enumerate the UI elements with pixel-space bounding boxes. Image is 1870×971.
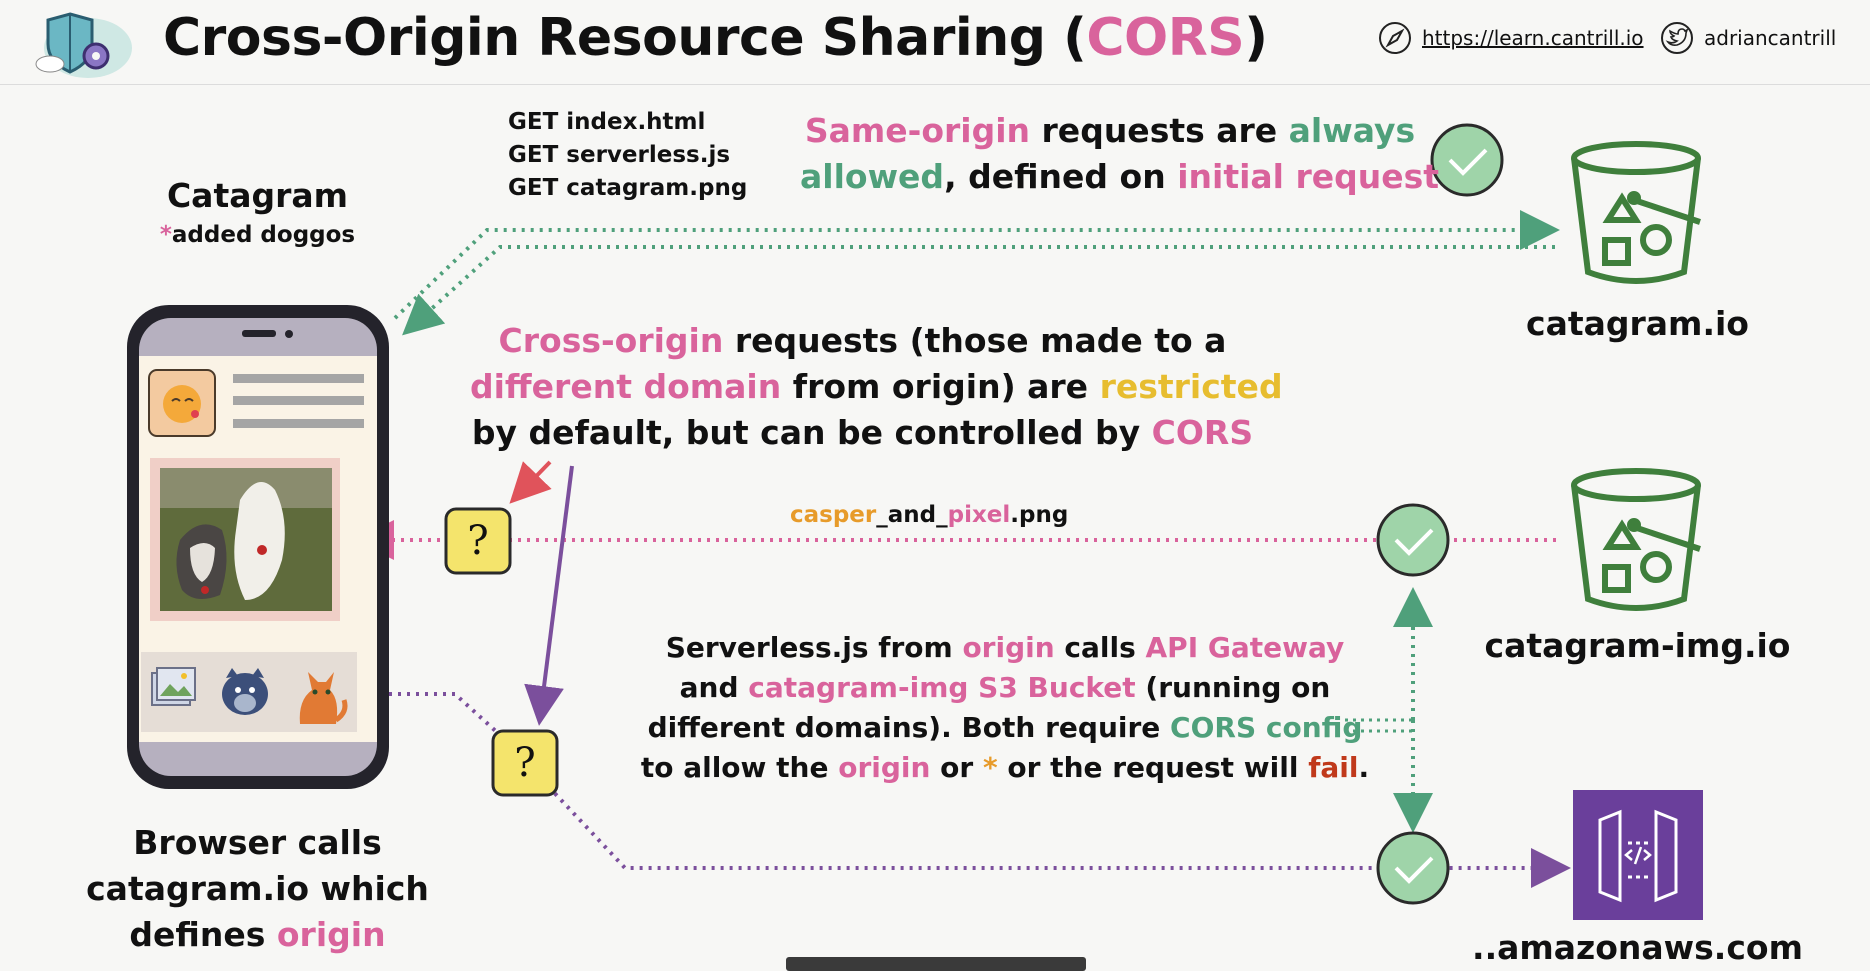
restricted-pointer-arrow (509, 460, 552, 504)
same-origin-request-line (393, 210, 1560, 320)
api-gateway-icon (1573, 790, 1703, 920)
s3-bucket-icon-catagram-img (1571, 468, 1701, 611)
app-note: *added doggos (159, 222, 356, 248)
question-icon-image (444, 507, 512, 575)
same-origin-response-line (402, 245, 1555, 336)
check-icon-image-bucket (1376, 503, 1450, 577)
compass-icon (1379, 22, 1411, 54)
bucket-label-catagram: catagram.io (1526, 304, 1749, 343)
social-handle[interactable]: adriancantrill (1704, 26, 1837, 50)
api-gateway-label: ..amazonaws.com (1472, 928, 1803, 967)
phone-device (127, 305, 389, 789)
cross-origin-pointer-arrow (524, 465, 574, 726)
get-request-item: GET serverless.js (508, 142, 731, 168)
app-name: Catagram (166, 176, 349, 215)
get-request-list: GET index.html GET serverless.js GET cat… (508, 106, 747, 205)
image-file-label: casper_and_pixel.png (790, 502, 1069, 528)
header-bar: Cross-Origin Resource Sharing (CORS) htt… (0, 0, 1870, 85)
get-request-item: GET index.html (508, 109, 706, 135)
get-request-item: GET catagram.png (508, 175, 748, 201)
bucket-label-catagram-img: catagram-img.io (1484, 626, 1791, 665)
s3-bucket-icon-catagram (1571, 141, 1701, 284)
shield-gear-logo (35, 12, 132, 78)
website-link[interactable]: https://learn.cantrill.io (1422, 26, 1644, 50)
question-mark-api: ? (514, 740, 536, 786)
question-icon-api (491, 729, 559, 797)
check-icon-same-origin (1430, 123, 1504, 197)
check-icon-api (1376, 831, 1450, 905)
caption-bar (786, 957, 1086, 971)
cross-origin-caption: Cross-origin requests (those made to a d… (470, 321, 1283, 452)
browser-caption: Browser calls catagram.io which defines … (86, 823, 429, 954)
page-title: Cross-Origin Resource Sharing (CORS) (163, 8, 1268, 68)
question-mark-image: ? (467, 518, 489, 564)
same-origin-caption: Same-origin requests are always allowed,… (800, 111, 1440, 196)
twitter-bird-icon (1661, 22, 1693, 54)
cors-config-link-text (1345, 718, 1413, 733)
serverless-caption: Serverless.js from origin calls API Gate… (640, 631, 1370, 784)
